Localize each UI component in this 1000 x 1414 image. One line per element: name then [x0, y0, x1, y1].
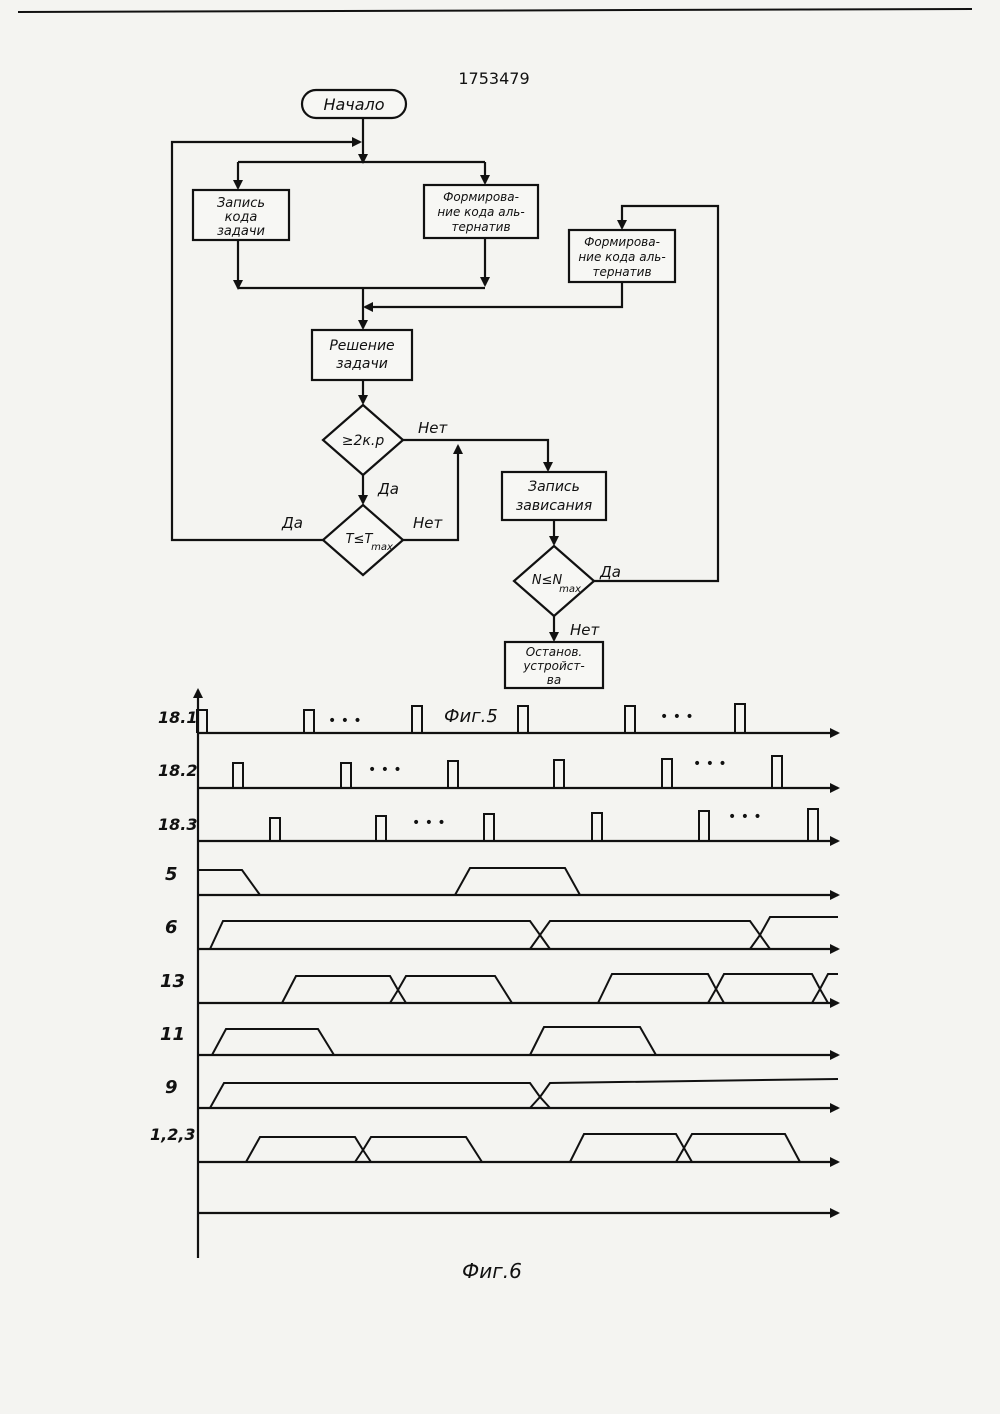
waveform-13-upper [282, 976, 512, 1003]
yes-label-2: Да [281, 514, 303, 532]
form-alt-2-line-1: Формирова- [584, 235, 660, 249]
form-alt-2-line-3: тернатив [592, 265, 651, 279]
pulse-18-3-e [699, 811, 709, 841]
signal-label-6: 6 [165, 917, 178, 938]
waveform-6-lower [530, 935, 770, 949]
signal-label-11: 11 [160, 1024, 185, 1045]
waveform-9-upper [210, 1079, 838, 1108]
signal-label-9: 9 [165, 1077, 178, 1098]
pulse-18-3-f [808, 809, 818, 841]
pulse-18-1-d [518, 706, 528, 733]
waveform-5-a [198, 870, 260, 895]
waveform-6-upper [210, 917, 838, 949]
no-label-2: Нет [413, 514, 444, 532]
waveform-123-b-lower [676, 1148, 692, 1162]
yes-label-3: Да [599, 563, 621, 581]
pulse-18-3-a [270, 818, 280, 841]
pulse-18-2-c [448, 761, 458, 788]
pulse-18-1-b [304, 710, 314, 733]
stop-line-1: Останов. [526, 645, 582, 659]
pulse-18-2-f [772, 756, 782, 788]
decision-nmax-main: N≤N [532, 573, 563, 588]
start-label: Начало [323, 95, 384, 114]
solve-line-1: Решение [329, 338, 394, 354]
signal-label-18-2: 18.2 [158, 761, 197, 780]
stop-line-3: ва [547, 673, 561, 687]
form-alt-2-line-2: ние кода аль- [578, 250, 665, 264]
timing-diagram: 18.1 18.2 18.3 5 6 13 11 9 1,2,3 • • • •… [150, 690, 838, 1258]
form-alt-1-line-2: ние кода аль- [437, 205, 524, 219]
pulse-18-3-b [376, 816, 386, 841]
no-label-3: Нет [570, 621, 601, 639]
pulse-18-2-a [233, 763, 243, 788]
pulse-18-3-d [592, 813, 602, 841]
stop-line-2: устройст- [522, 659, 584, 673]
yes-label-1: Да [377, 480, 399, 498]
fig6-caption: Фиг.6 [462, 1259, 522, 1283]
ellipsis-18-1-a: • • • [328, 713, 362, 729]
ellipsis-18-2-b: • • • [693, 756, 727, 772]
pulse-18-3-c [484, 814, 494, 841]
pulse-18-2-e [662, 759, 672, 788]
ellipsis-18-2-a: • • • [368, 762, 402, 778]
fig5-caption: Фиг.5 [444, 706, 498, 727]
write-hang-line-1: Запись [528, 479, 580, 495]
decision-tmax-main: T≤T [346, 532, 374, 547]
pulse-18-1-c [412, 706, 422, 733]
waveform-123-a-lower [355, 1150, 371, 1162]
pulse-18-2-b [341, 763, 351, 788]
write-task-line-2: кода [225, 210, 258, 225]
signal-label-18-1: 18.1 [158, 708, 197, 727]
pulse-18-2-d [554, 760, 564, 788]
waveform-5-b [455, 868, 580, 895]
signal-label-13: 13 [160, 971, 185, 992]
form-alt-1-line-3: тернатив [451, 220, 510, 234]
document-number: 1753479 [458, 69, 529, 88]
write-hang-line-2: зависания [516, 498, 592, 514]
top-rule [18, 9, 972, 12]
no-label-1: Нет [418, 419, 449, 437]
signal-label-1-2-3: 1,2,3 [150, 1125, 196, 1144]
pulse-18-1-f [735, 704, 745, 733]
flowchart: Начало Запись кода задачи Формирова- ние… [172, 90, 718, 688]
decision-tmax-sub: max [371, 542, 393, 553]
ellipsis-18-3-a: • • • [412, 815, 446, 831]
write-task-line-1: Запись [217, 196, 265, 211]
form-alt-1-line-1: Формирова- [443, 190, 519, 204]
waveform-123-a-upper [246, 1137, 482, 1162]
decision-kp-label: ≥2к.р [342, 433, 385, 449]
waveform-11-a [212, 1029, 334, 1055]
signal-label-18-3: 18.3 [158, 815, 197, 834]
waveform-13-b-upper [598, 974, 838, 1003]
write-task-line-3: задачи [217, 224, 265, 239]
signal-label-5: 5 [165, 864, 178, 885]
solve-line-2: задачи [336, 356, 388, 372]
ellipsis-18-1-b: • • • [660, 709, 694, 725]
waveform-11-b [530, 1027, 656, 1055]
ellipsis-18-3-b: • • • [728, 809, 762, 825]
waveform-13-b-lower [708, 989, 828, 1003]
pulse-18-1-e [625, 706, 635, 733]
decision-nmax-sub: max [559, 584, 581, 595]
